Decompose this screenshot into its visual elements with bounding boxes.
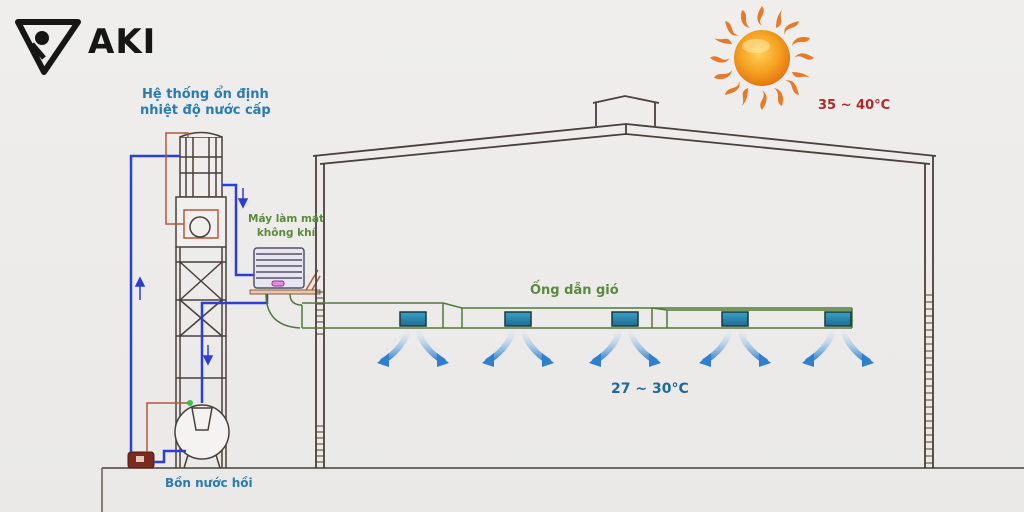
return-tank-label: Bồn nước hồi bbox=[165, 476, 253, 490]
factory-building bbox=[312, 95, 937, 468]
column-ladders bbox=[316, 291, 324, 463]
ground-line bbox=[101, 467, 1024, 512]
return-pipes bbox=[146, 132, 189, 452]
water-stabilizer-label: Hệ thống ổn định nhiệt độ nước cấp bbox=[140, 87, 271, 119]
return-tank-icon bbox=[174, 400, 230, 469]
outdoor-temperature-label: 35 ~ 40°C bbox=[818, 98, 891, 113]
aki-triangle-logo-icon bbox=[15, 19, 81, 75]
indoor-temperature-label: 27 ~ 30°C bbox=[611, 381, 689, 397]
water-supply-pipes bbox=[129, 154, 269, 464]
air-duct-label: Ống dẫn gió bbox=[530, 283, 619, 298]
air-cooler-label: Máy làm mát không khí bbox=[248, 212, 324, 240]
water-stabilizer-label-line1: Hệ thống ổn định bbox=[142, 87, 269, 102]
air-vent-icon bbox=[399, 311, 852, 327]
air-cooler-label-line2: không khí bbox=[256, 227, 316, 239]
airflow-arrow-icon bbox=[377, 333, 874, 367]
sun-icon bbox=[710, 6, 814, 110]
water-stabilizer-label-line2: nhiệt độ nước cấp bbox=[140, 103, 271, 118]
brand-logo-text: AKI bbox=[88, 22, 157, 62]
column-ladder-right bbox=[925, 294, 933, 464]
pump-icon bbox=[127, 451, 155, 469]
flow-direction-arrow-icon bbox=[134, 188, 249, 366]
air-cooler-label-line1: Máy làm mát bbox=[248, 213, 325, 225]
air-cooler-icon bbox=[249, 247, 321, 295]
air-duct bbox=[265, 293, 853, 329]
